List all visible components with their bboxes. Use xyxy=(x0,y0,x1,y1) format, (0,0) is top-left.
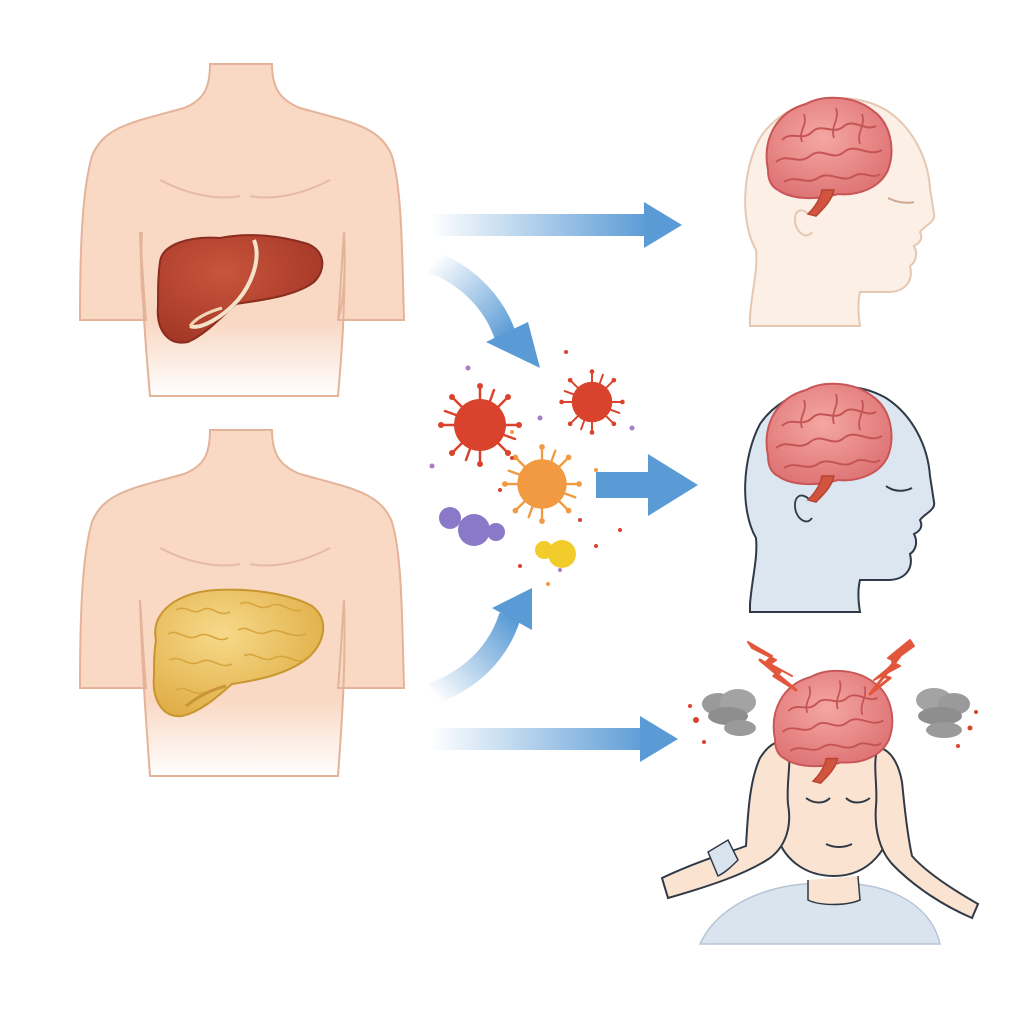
calm-brain-head-icon xyxy=(744,382,936,613)
arrow-toxins-to-middle-head xyxy=(596,454,698,516)
arrow-top-to-toxins xyxy=(427,251,540,368)
fatty-liver-icon xyxy=(152,588,325,718)
lightning-icon xyxy=(868,639,915,696)
left-hand xyxy=(660,740,791,900)
healthy-brain-head-icon xyxy=(744,96,936,327)
headache-brain-head-icon xyxy=(660,639,980,945)
healthy-liver-icon xyxy=(156,234,324,344)
smoke-cloud-icon xyxy=(916,688,978,748)
yellow-molecule xyxy=(535,540,576,568)
purple-molecule xyxy=(439,507,505,546)
toxin-particles-icon xyxy=(429,350,635,586)
arrow-bottom-to-headache-head xyxy=(430,716,678,762)
arrow-top-to-healthy-head xyxy=(430,202,682,248)
lightning-icon xyxy=(747,641,798,692)
smoke-cloud-icon xyxy=(688,689,756,744)
arrow-bottom-to-toxins xyxy=(427,588,532,705)
torso-healthy-icon xyxy=(78,63,406,397)
